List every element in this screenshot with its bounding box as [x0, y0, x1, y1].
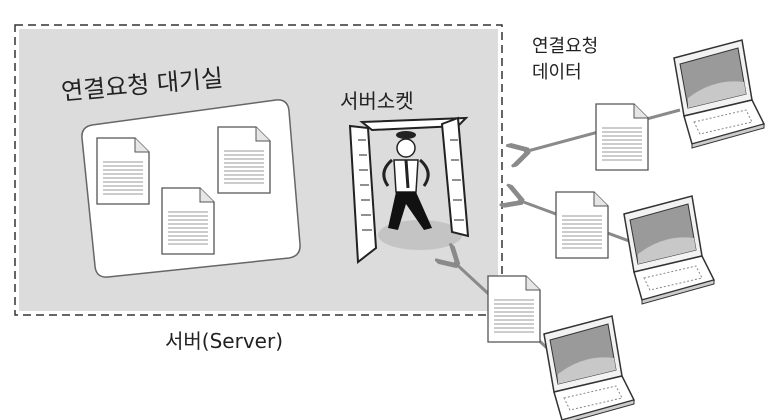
server-socket-label: 서버소켓 [340, 89, 414, 113]
queued-request-doc [161, 187, 215, 255]
server-socket-doorman-icon [348, 116, 470, 264]
request-data-label-line2: 데이터 [532, 62, 582, 83]
client-laptop-icon [673, 39, 765, 149]
incoming-request-doc [487, 275, 541, 343]
server-label: 서버(Server) [165, 329, 283, 353]
incoming-request-doc [595, 103, 649, 171]
client-laptop-icon [623, 195, 715, 305]
incoming-request-doc [555, 191, 609, 259]
queued-request-doc [96, 137, 150, 205]
waiting-room [81, 99, 301, 278]
client-laptop-icon [543, 315, 635, 420]
request-data-label-line1: 연결요청 [532, 36, 598, 57]
queued-request-doc [217, 126, 271, 194]
